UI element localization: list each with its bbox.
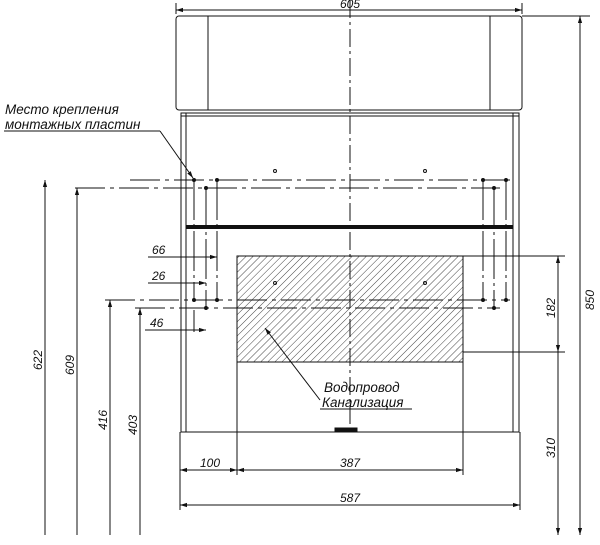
dim-387: 387: [340, 456, 361, 470]
mounting-label-2: монтажных пластин: [5, 117, 141, 132]
dim-605: 605: [340, 0, 360, 11]
dim-416: 416: [96, 410, 110, 430]
dim-850: 850: [583, 290, 597, 310]
basin: [175, 15, 523, 111]
dim-66: 66: [152, 243, 166, 257]
mounting-label-1: Место крепления: [5, 102, 119, 117]
dim-622: 622: [31, 350, 45, 370]
dim-587: 587: [340, 491, 361, 505]
dim-403: 403: [126, 415, 140, 435]
dim-100: 100: [200, 456, 220, 470]
dim-46: 46: [150, 316, 164, 330]
dim-182: 182: [544, 298, 558, 318]
dim-609: 609: [63, 355, 77, 375]
dim-26: 26: [151, 269, 166, 283]
dim-310: 310: [544, 438, 558, 458]
pipes-label-2: Канализация: [322, 395, 403, 410]
pipes-label-1: Водопровод: [324, 380, 400, 395]
